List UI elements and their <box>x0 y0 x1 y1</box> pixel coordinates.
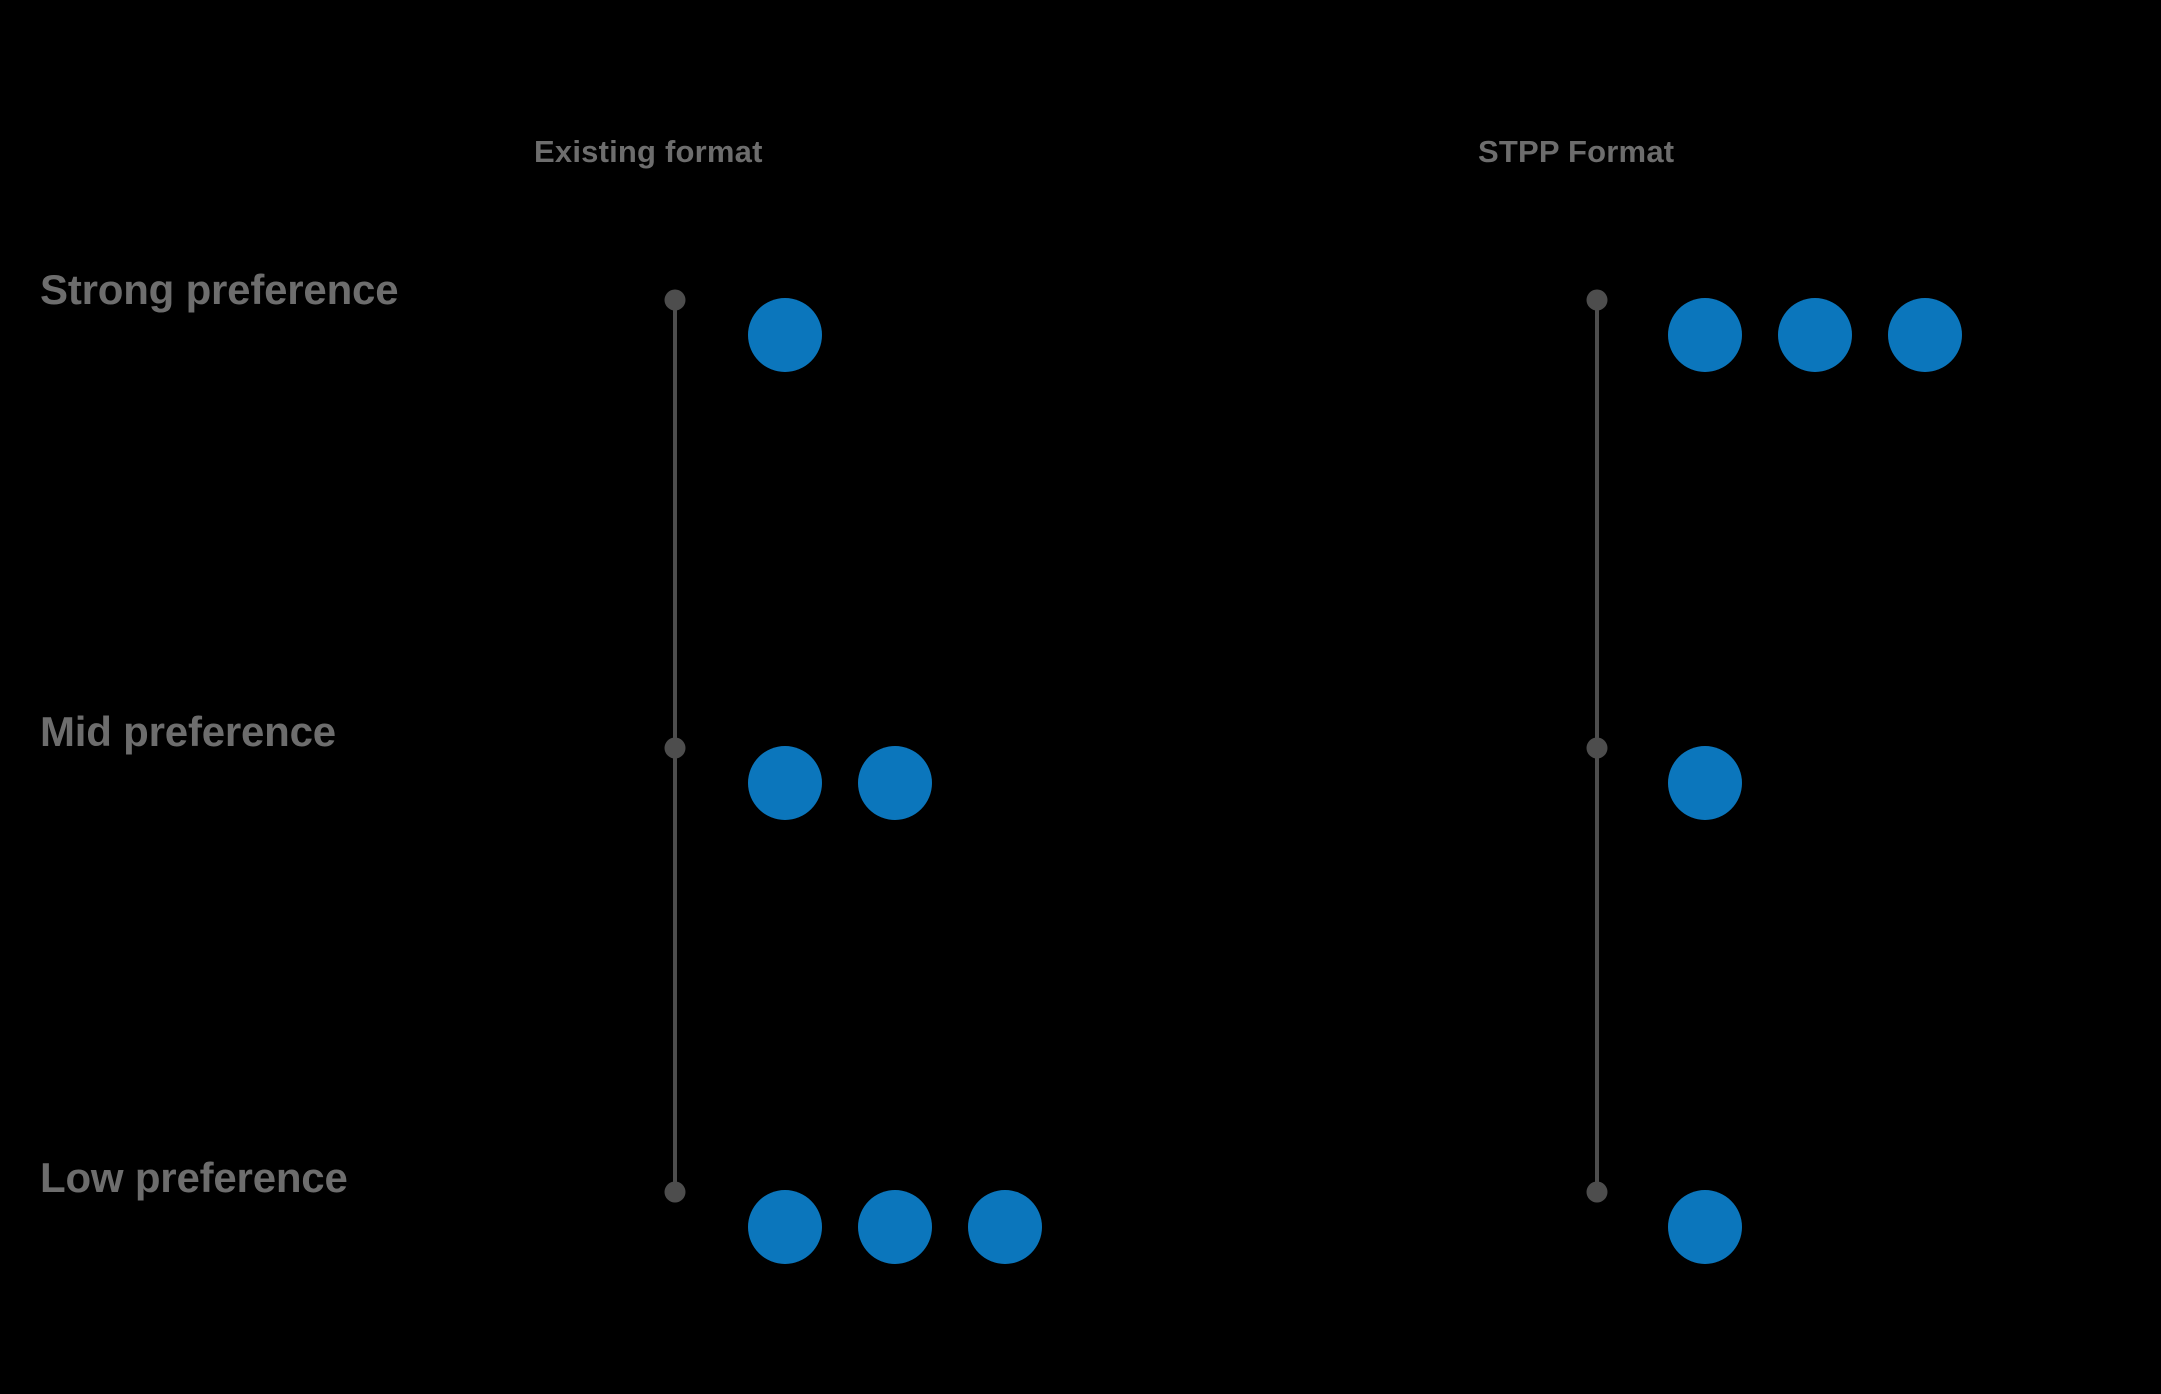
row-label-mid-preference: Mid preference <box>40 708 336 755</box>
value-dot-existing-mid <box>748 746 822 820</box>
value-dot-existing-low <box>968 1190 1042 1264</box>
value-dot-existing-mid <box>858 746 932 820</box>
axis-tick-existing-mid <box>664 737 686 759</box>
value-dot-existing-strong <box>748 298 822 372</box>
value-dot-stpp-low <box>1668 1190 1742 1264</box>
axis-tick-existing-strong <box>664 289 686 311</box>
value-dot-stpp-strong <box>1888 298 1962 372</box>
row-label-strong-preference: Strong preference <box>40 266 399 313</box>
value-dot-stpp-strong <box>1778 298 1852 372</box>
value-dot-existing-low <box>748 1190 822 1264</box>
value-dot-existing-low <box>858 1190 932 1264</box>
column-header-stpp-format: STPP Format <box>1478 134 1675 169</box>
axis-tick-existing-low <box>664 1181 686 1203</box>
value-dot-stpp-mid <box>1668 746 1742 820</box>
value-dot-stpp-strong <box>1668 298 1742 372</box>
row-label-low-preference: Low preference <box>40 1154 348 1201</box>
axis-tick-stpp-strong <box>1586 289 1608 311</box>
axis-tick-stpp-mid <box>1586 737 1608 759</box>
axis-tick-stpp-low <box>1586 1181 1608 1203</box>
column-header-existing-format: Existing format <box>534 134 763 169</box>
